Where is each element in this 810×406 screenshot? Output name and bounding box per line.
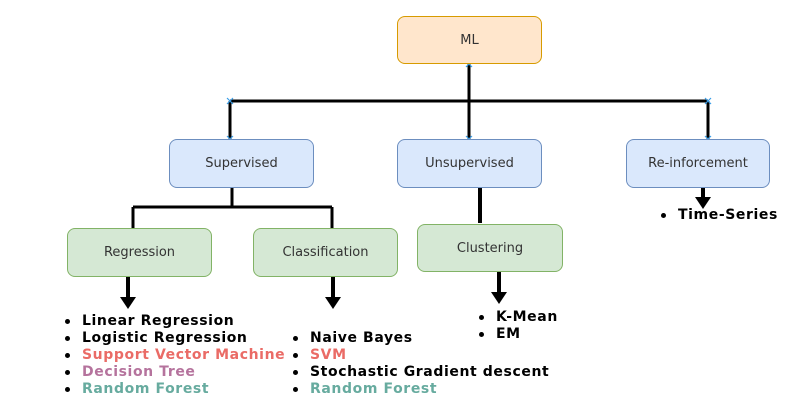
list-item: Decision Tree [62, 364, 285, 381]
node-supervised: Supervised [169, 139, 314, 188]
list-item: Random Forest [290, 381, 549, 398]
node-regression: Regression [67, 228, 212, 277]
clustering-algorithm-list: K-Mean EM [476, 309, 558, 343]
node-supervised-label: Supervised [205, 156, 278, 171]
list-item: Stochastic Gradient descent [290, 364, 549, 381]
arrow-regression-head [120, 297, 136, 309]
node-ml: ML [397, 16, 542, 64]
list-item: Random Forest [62, 381, 285, 398]
list-item: SVM [290, 347, 549, 364]
reinforcement-algorithm-list: Time-Series [658, 207, 778, 224]
list-item: EM [476, 326, 558, 343]
node-classification: Classification [253, 228, 398, 277]
arrow-clustering-head [491, 292, 507, 304]
node-unsupervised: Unsupervised [397, 139, 542, 188]
list-item: Linear Regression [62, 313, 285, 330]
node-ml-label: ML [460, 32, 479, 48]
node-clustering: Clustering [417, 224, 563, 272]
node-reinforcement: Re-inforcement [626, 139, 770, 188]
list-item: Naive Bayes [290, 330, 549, 347]
node-clustering-label: Clustering [456, 240, 524, 256]
arrow-reinforcement-head [695, 197, 711, 209]
list-item: K-Mean [476, 309, 558, 326]
list-item: Support Vector Machine [62, 347, 285, 364]
node-unsupervised-label: Unsupervised [425, 156, 514, 171]
list-item: Logistic Regression [62, 330, 285, 347]
list-item: Time-Series [658, 207, 778, 224]
node-classification-label: Classification [282, 245, 369, 260]
regression-algorithm-list: Linear Regression Logistic Regression Su… [62, 313, 285, 398]
node-reinforcement-label: Re-inforcement [648, 156, 748, 171]
classification-algorithm-list: Naive Bayes SVM Stochastic Gradient desc… [290, 330, 549, 398]
arrow-classification-head [325, 297, 341, 309]
node-regression-label: Regression [103, 245, 176, 260]
